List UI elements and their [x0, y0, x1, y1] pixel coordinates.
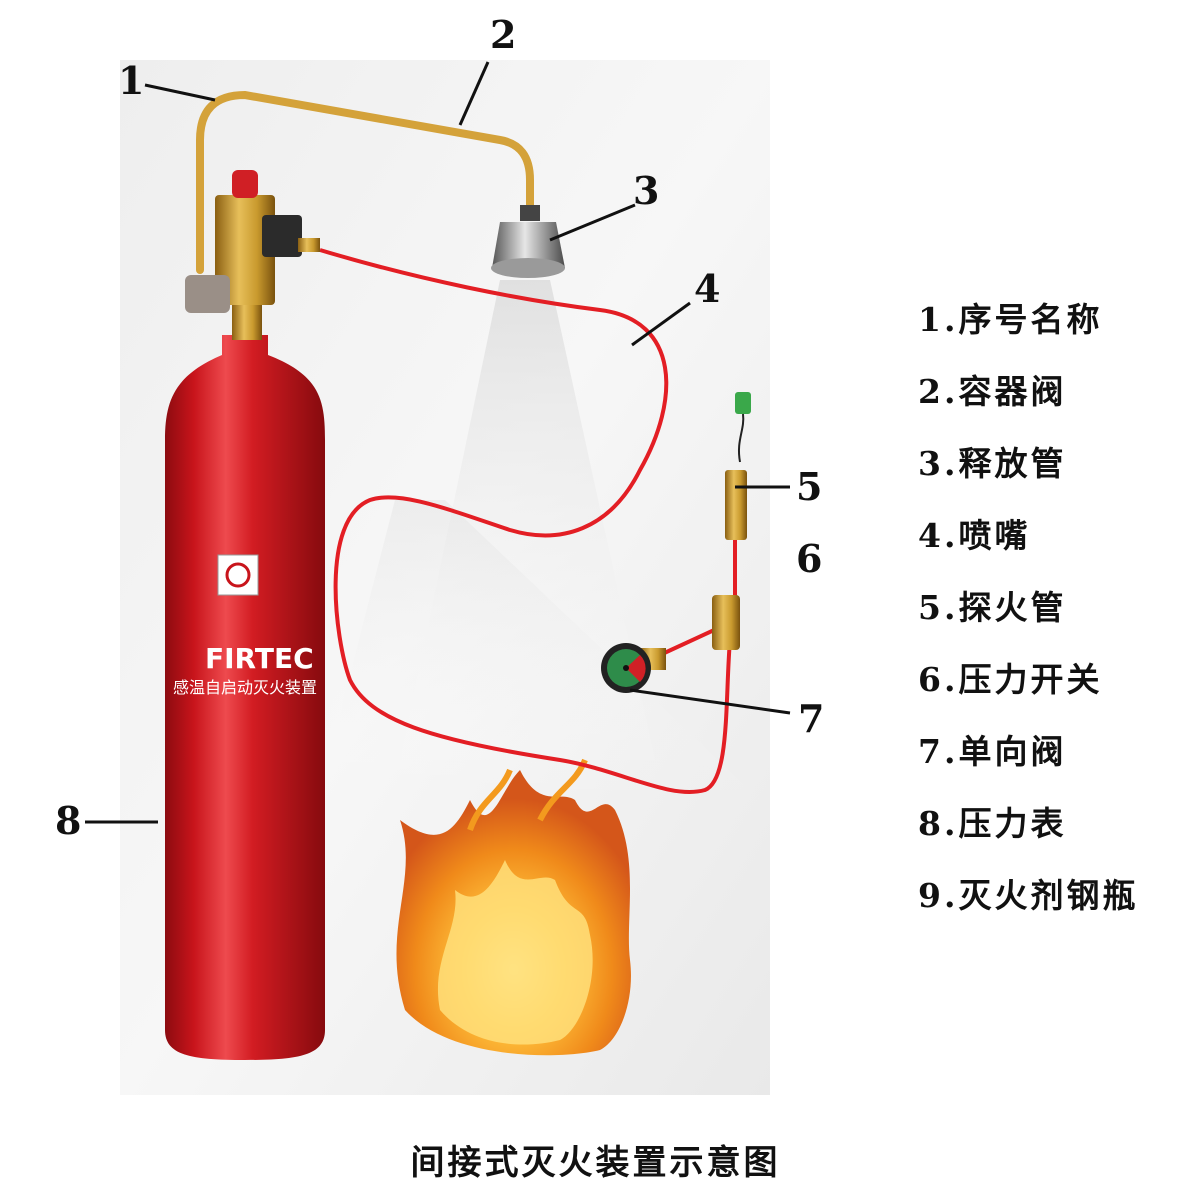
legend-item: 9.灭火剂钢瓶 — [918, 876, 1139, 915]
legend-item: 5.探火管 — [918, 588, 1067, 627]
legend-item: 8.压力表 — [918, 804, 1067, 843]
pressure-gauge — [601, 643, 666, 693]
callout-7: 7 — [798, 696, 825, 741]
callout-8: 8 — [55, 798, 82, 843]
red-detection-tube — [319, 248, 737, 794]
cylinder-product-text: 感温自启动灭火装置 — [173, 678, 317, 697]
cylinder-brand: FIRTEC — [205, 642, 314, 675]
callout-6: 6 — [796, 536, 823, 581]
nozzle — [491, 205, 565, 278]
legend-item: 1.序号名称 — [918, 300, 1103, 339]
container-valve — [185, 170, 320, 340]
legend-item: 4.喷嘴 — [918, 516, 1031, 555]
legend-list: 1.序号名称 2.容器阀 3.释放管 4.喷嘴 5.探火管 6.压力开关 7.单… — [918, 300, 1138, 948]
leader-lines — [85, 61, 791, 824]
legend-item: 2.容器阀 — [918, 372, 1067, 411]
callout-2: 2 — [490, 12, 517, 57]
release-pipe — [196, 90, 534, 274]
legend-item: 7.单向阀 — [918, 732, 1067, 771]
spray-cone-lower — [320, 500, 750, 790]
callout-5: 5 — [796, 464, 823, 509]
flame — [396, 758, 631, 1056]
extinguisher-cylinder — [165, 335, 325, 1060]
legend-item: 6.压力开关 — [918, 660, 1103, 699]
callout-4: 4 — [694, 266, 721, 311]
callout-3: 3 — [633, 168, 660, 213]
legend-item: 3.释放管 — [918, 444, 1067, 483]
diagram-caption: 间接式灭火装置示意图 — [410, 1143, 781, 1183]
check-valve — [712, 595, 740, 650]
callout-1: 1 — [118, 58, 145, 103]
